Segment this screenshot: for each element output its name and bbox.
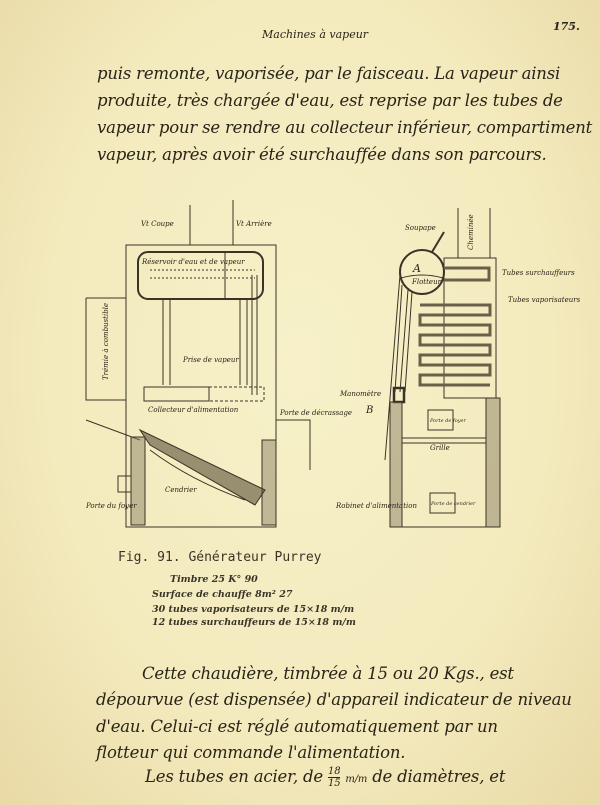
boiler-diagram: Vt Coupe Vt Arrière Réservoir d'eau et d… <box>85 200 581 528</box>
page-number: 175. <box>553 20 580 33</box>
spec-line: Timbre 25 K° 90 <box>170 574 258 585</box>
text-line: d'eau. Celui-ci est réglé automatiquemen… <box>96 717 498 736</box>
label-a: A <box>412 262 421 275</box>
running-header: Machines à vapeur <box>262 28 369 41</box>
label-arriere: Vt Arrière <box>236 220 272 228</box>
label-vaporisateurs: Tubes vaporisateurs <box>508 296 581 304</box>
text-line: puis remonte, vaporisée, par le faisceau… <box>97 64 561 83</box>
label-porte-de-foyer: Porte de foyer <box>429 418 467 424</box>
label-tremie: Trémie à combustible <box>102 303 110 380</box>
label-reservoir: Réservoir d'eau et de vapeur <box>141 258 245 266</box>
label-manometre: Manomètre <box>339 390 381 398</box>
label-b: B <box>365 405 373 416</box>
text-line: produite, très chargée d'eau, est repris… <box>97 91 563 110</box>
fraction-unit: m/m <box>345 774 368 785</box>
spec-line: Surface de chauffe 8m² 27 <box>152 589 293 600</box>
text-line: vapeur, après avoir été surchauffée dans… <box>97 145 547 164</box>
spec-line: 12 tubes surchauffeurs de 15×18 m/m <box>152 617 356 628</box>
label-cendrier: Cendrier <box>165 486 197 494</box>
text-segment: de diamètres, et <box>372 767 506 786</box>
label-soupape: Soupape <box>405 224 436 232</box>
label-porte-foyer: Porte du foyer <box>85 502 137 510</box>
text-line: vapeur pour se rendre au collecteur infé… <box>97 118 593 137</box>
spec-line: 30 tubes vaporisateurs de 15×18 m/m <box>152 604 355 615</box>
label-porte-cendrier: Porte de cendrier <box>430 501 476 507</box>
text-segment: Les tubes en acier, de <box>145 767 323 786</box>
label-robinet: Robinet d'alimentation <box>335 502 417 510</box>
figure-caption: Fig. 91. Générateur Purrey <box>118 550 322 565</box>
text-line: Cette chaudière, timbrée à 15 ou 20 Kgs.… <box>142 664 514 683</box>
label-decrassage: Porte de décrassage <box>279 409 352 417</box>
text-line: flotteur qui commande l'alimentation. <box>96 743 406 762</box>
label-grille: Grille <box>430 444 450 452</box>
fraction-numerator: 18 <box>328 766 341 778</box>
label-flotteur: Flotteur <box>411 278 442 286</box>
label-cheminee: Cheminée <box>467 214 475 250</box>
label-collecteur: Collecteur d'alimentation <box>148 406 239 414</box>
text-line: dépourvue (est dispensée) d'appareil ind… <box>96 690 572 709</box>
label-coupe: Vt Coupe <box>141 220 174 228</box>
fraction-denominator: 15 <box>328 778 341 789</box>
label-surchauffeurs: Tubes surchauffeurs <box>502 269 575 277</box>
label-prise: Prise de vapeur <box>182 356 239 364</box>
